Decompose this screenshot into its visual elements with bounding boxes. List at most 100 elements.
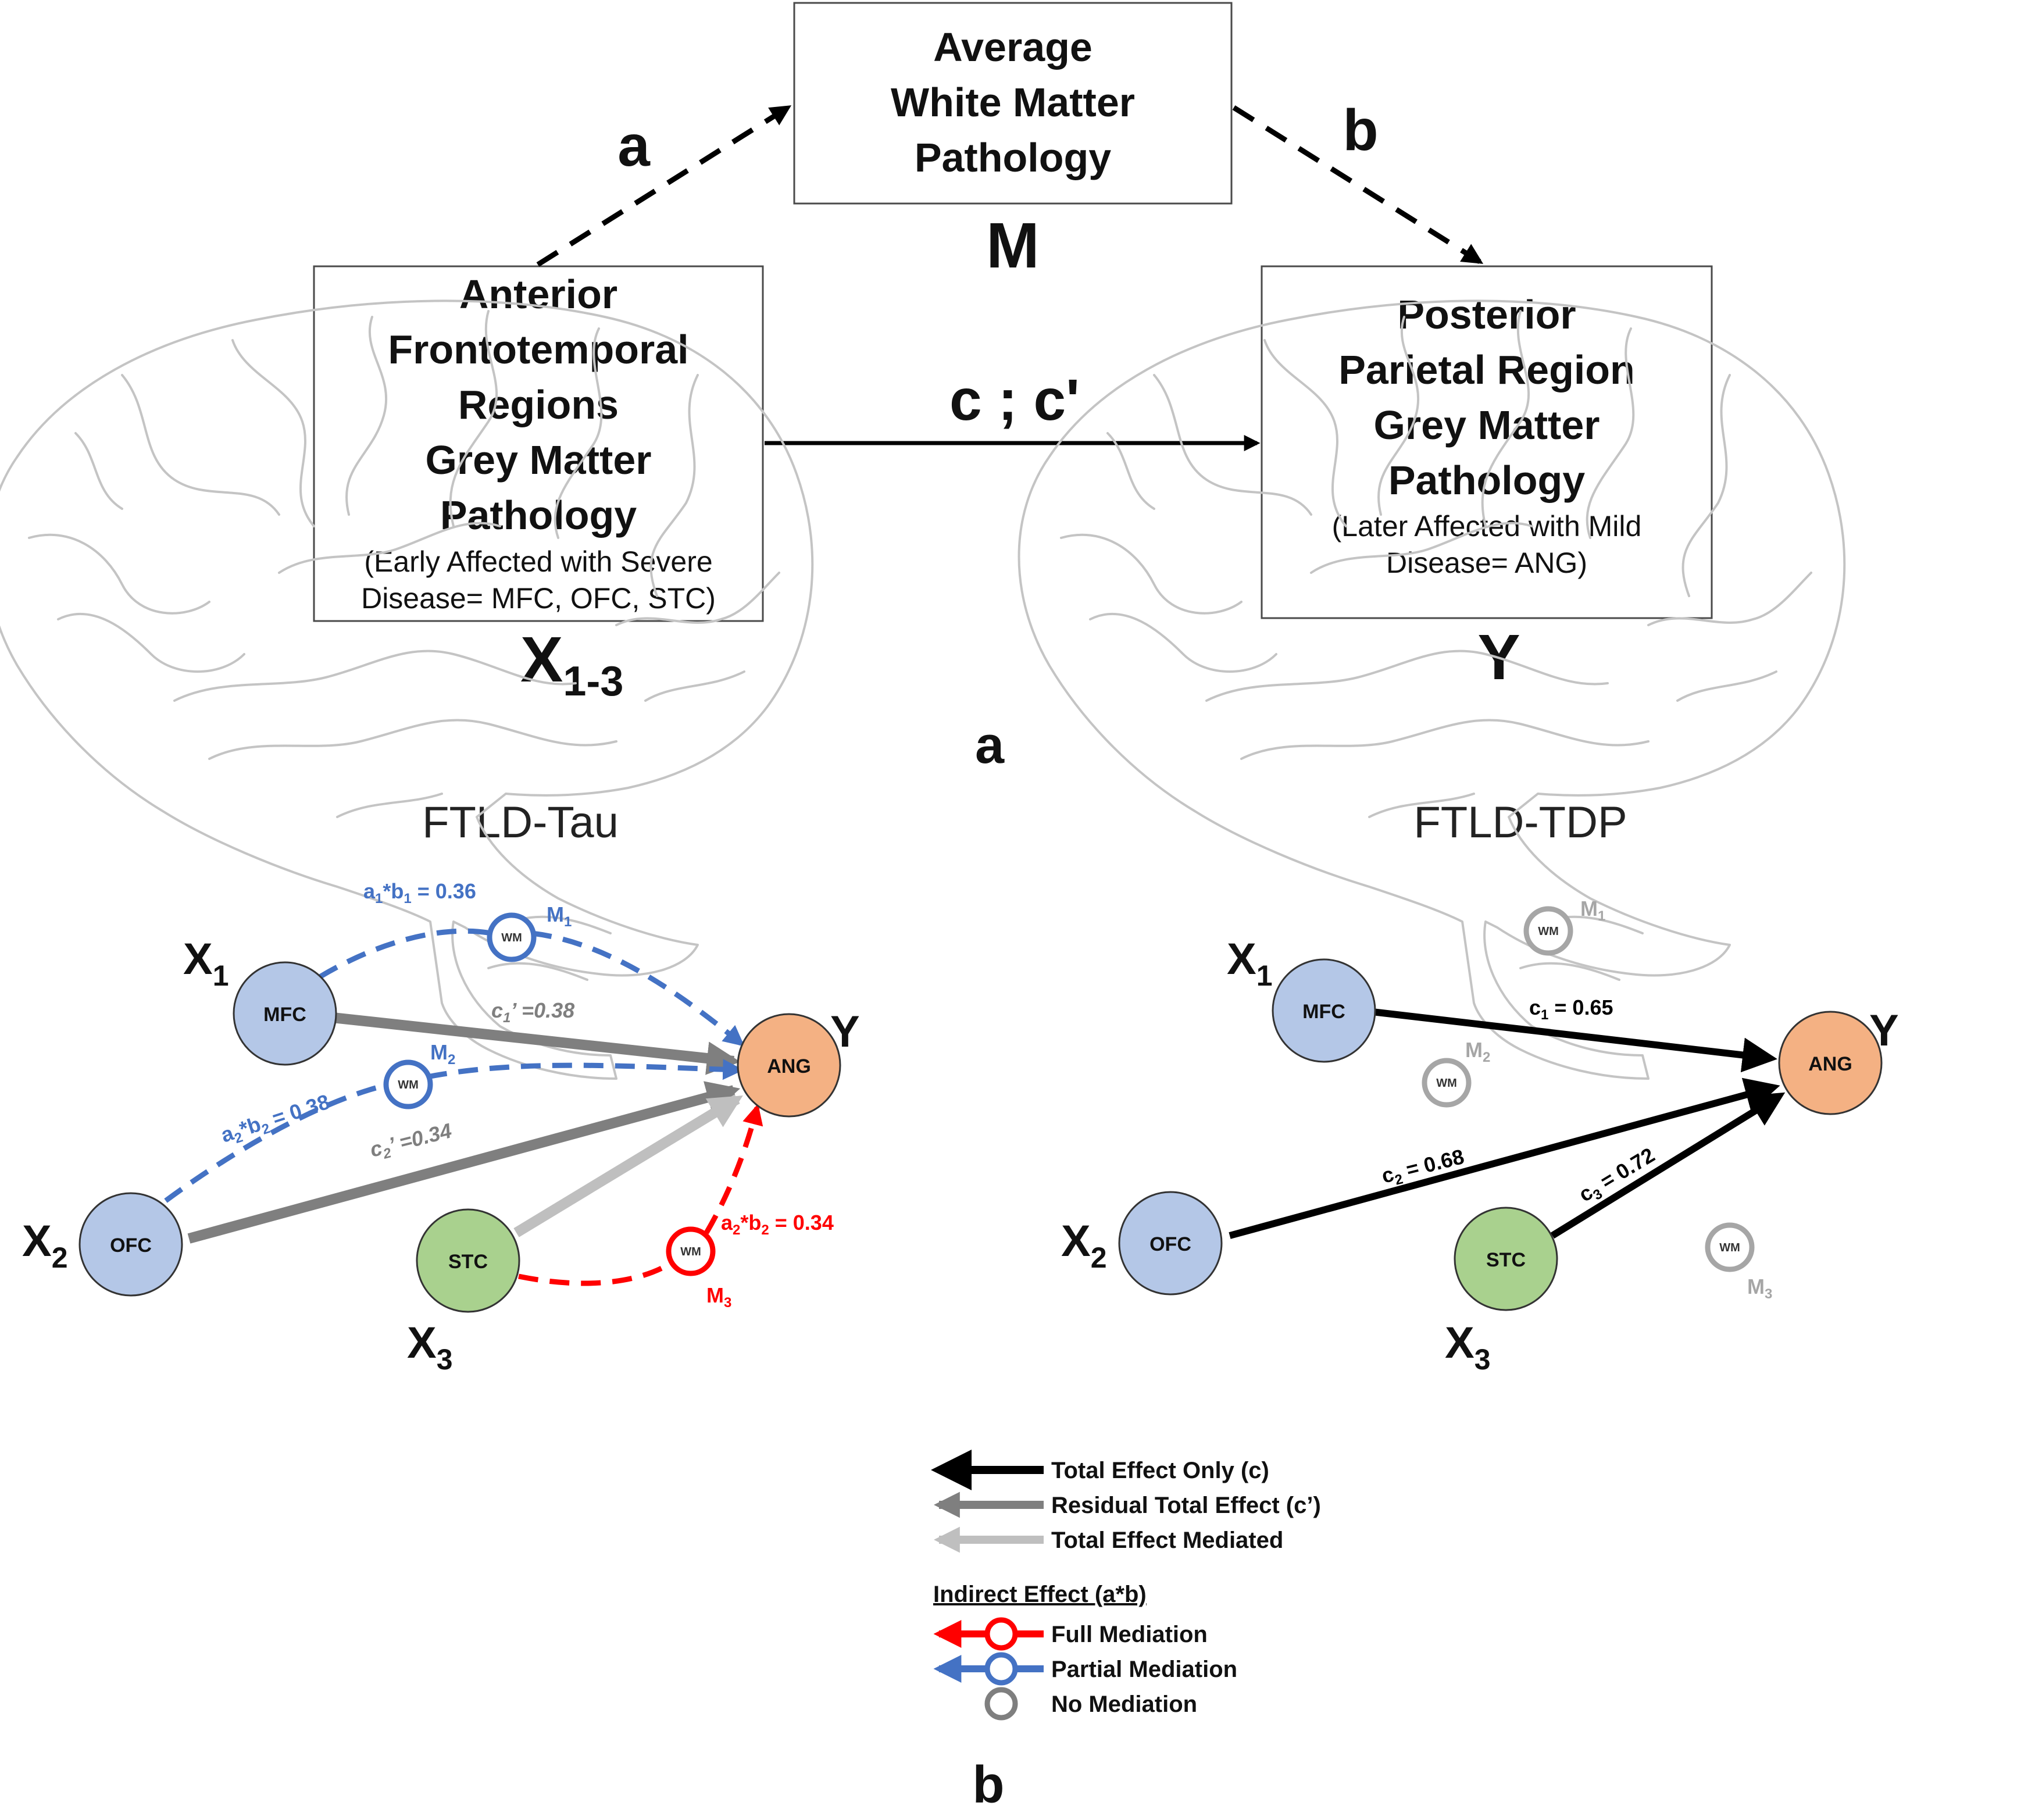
tau-x3-label: X3 xyxy=(407,1318,453,1376)
path-c-label: c ; c' xyxy=(949,367,1080,433)
x-sub-line-2: Disease= MFC, OFC, STC) xyxy=(361,582,716,615)
path-a-label: a xyxy=(617,113,651,179)
tau-m1-label: M1 xyxy=(547,902,572,930)
x-title-line-5: Pathology xyxy=(440,493,637,538)
tau-residual-ofc-arrow xyxy=(187,1081,741,1244)
tdp-wm-m3-label: WM xyxy=(1719,1241,1740,1254)
path-b-arrow xyxy=(1232,105,1484,264)
tau-wm-m3-label: WM xyxy=(680,1246,701,1258)
tau-partial-m1-arrow xyxy=(531,930,745,1047)
mediator-title-line-1: Average xyxy=(933,24,1093,70)
tau-residual-mfc-arrow xyxy=(332,1012,741,1075)
tau-full-m3-arrow xyxy=(704,1104,763,1234)
x-title-line-3: Regions xyxy=(458,382,619,427)
tau-x2-label: X2 xyxy=(22,1216,68,1274)
tdp-node-ofc-label: OFC xyxy=(1149,1233,1191,1255)
tau-node-ofc-label: OFC xyxy=(110,1234,152,1257)
tdp-x3-label: X3 xyxy=(1445,1318,1491,1376)
mediator-title-line-3: Pathology xyxy=(915,135,1111,180)
path-a-arrow xyxy=(536,105,792,267)
legend-partial-swatch xyxy=(933,1652,1044,1686)
path-b-label: b xyxy=(1343,98,1378,163)
tdp-wm-m1: WM xyxy=(1523,906,1573,956)
tdp-wm-m2: WM xyxy=(1422,1058,1472,1108)
tdp-node-stc: STC xyxy=(1454,1207,1558,1311)
tau-coef-ab2: a2*b2 = 0.38 xyxy=(218,1090,334,1151)
tau-partial-m1-path xyxy=(318,928,492,979)
legend-indirect-title: Indirect Effect (a*b) xyxy=(933,1582,1147,1607)
tau-coef-ab3: a2*b2 = 0.34 xyxy=(721,1211,834,1238)
tdp-x1-label: X1 xyxy=(1227,934,1273,992)
tau-m2-label: M2 xyxy=(430,1040,455,1068)
tdp-node-ang-label: ANG xyxy=(1808,1053,1852,1075)
tdp-m2-label: M2 xyxy=(1465,1038,1490,1065)
x-symbol: X1-3 xyxy=(520,624,623,705)
tdp-node-ofc: OFC xyxy=(1118,1191,1223,1296)
x-sub-line-1: (Early Affected with Severe xyxy=(364,545,712,578)
y-title-line-2: Parietal Region xyxy=(1338,347,1635,392)
panel-a: Average White Matter Pathology M Anterio… xyxy=(313,2,1713,775)
legend-partial-label: Partial Mediation xyxy=(1051,1657,1237,1682)
tau-node-mfc: MFC xyxy=(233,961,337,1066)
tdp-node-mfc: MFC xyxy=(1272,958,1376,1063)
tau-wm-m1-label: WM xyxy=(501,932,522,944)
tdp-wm-m3: WM xyxy=(1705,1222,1755,1272)
tdp-m1-label: M1 xyxy=(1580,897,1605,924)
tau-node-mfc-label: MFC xyxy=(263,1004,306,1026)
tau-coef-ab1: a1*b1 = 0.36 xyxy=(363,879,476,907)
tau-mediated-stc-arrow xyxy=(513,1094,743,1237)
mediator-title-line-2: White Matter xyxy=(891,80,1135,125)
tdp-y-label: Y xyxy=(1869,1006,1899,1055)
panel-b-tdp: FTLD-TDP WM WM WM M1 M2 M3 MFC OFC xyxy=(1018,299,1899,1376)
x-box: Anterior Frontotemporal Regions Grey Mat… xyxy=(313,265,764,622)
tau-title: FTLD-Tau xyxy=(422,798,619,847)
tdp-total-mfc-arrow xyxy=(1372,1008,1777,1073)
tau-y-label: Y xyxy=(830,1007,860,1057)
tau-node-ofc: OFC xyxy=(78,1192,183,1297)
tau-node-stc: STC xyxy=(416,1208,520,1313)
tau-wm-m2: WM xyxy=(383,1059,433,1109)
tau-full-m3-path xyxy=(518,1265,665,1286)
tdp-total-ofc-arrow xyxy=(1229,1077,1780,1239)
tau-wm-m1: WM xyxy=(487,912,537,962)
tdp-wm-m2-label: WM xyxy=(1436,1077,1457,1090)
panel-a-label: a xyxy=(975,716,1005,775)
mediator-box: Average White Matter Pathology xyxy=(793,2,1233,205)
tdp-wm-m1-label: WM xyxy=(1538,925,1559,938)
tau-node-stc-label: STC xyxy=(448,1251,488,1273)
tau-partial-m2-arrow xyxy=(427,1059,744,1080)
tau-node-ang-label: ANG xyxy=(767,1055,811,1077)
tdp-coef-c1: c1 = 0.65 xyxy=(1529,995,1613,1023)
legend-residual-label: Residual Total Effect (c’) xyxy=(1051,1493,1321,1518)
x-title-line-4: Grey Matter xyxy=(425,437,651,483)
tdp-node-stc-label: STC xyxy=(1486,1249,1526,1271)
tau-coef-c1: c1’ =0.38 xyxy=(491,998,574,1026)
mediator-symbol: M xyxy=(986,210,1040,281)
panel-b-tau: FTLD-Tau WM WM WM M1 M2 M3 xyxy=(0,299,860,1376)
tau-m3-label: M3 xyxy=(706,1283,731,1311)
tdp-node-mfc-label: MFC xyxy=(1302,1001,1345,1023)
tdp-total-stc-arrow xyxy=(1550,1092,1786,1239)
legend-full-swatch xyxy=(933,1617,1044,1651)
legend-total-only-label: Total Effect Only (c) xyxy=(1051,1458,1269,1483)
tau-partial-m2-path xyxy=(164,1084,379,1203)
tau-node-ang: ANG xyxy=(737,1013,841,1118)
legend-none-swatch xyxy=(984,1687,1018,1721)
legend: Total Effect Only (c) Residual Total Eff… xyxy=(931,1450,1321,1721)
legend-full-label: Full Mediation xyxy=(1051,1622,1208,1647)
tdp-x2-label: X2 xyxy=(1061,1216,1107,1274)
legend-none-label: No Mediation xyxy=(1051,1691,1197,1717)
y-title-line-1: Posterior xyxy=(1397,292,1576,337)
x-title-line-1: Anterior xyxy=(459,272,617,317)
panel-b-label: b xyxy=(973,1756,1005,1814)
y-title-line-3: Grey Matter xyxy=(1373,402,1600,448)
tau-wm-m3: WM xyxy=(666,1226,716,1276)
tdp-node-ang: ANG xyxy=(1778,1011,1883,1115)
legend-mediated-label: Total Effect Mediated xyxy=(1051,1528,1283,1553)
tau-x1-label: X1 xyxy=(183,934,229,992)
tau-coef-c2: c2’ =0.34 xyxy=(367,1118,455,1165)
tau-wm-m2-label: WM xyxy=(398,1079,419,1091)
tdp-m3-label: M3 xyxy=(1747,1275,1772,1302)
x-title-line-2: Frontotemporal xyxy=(388,327,688,372)
